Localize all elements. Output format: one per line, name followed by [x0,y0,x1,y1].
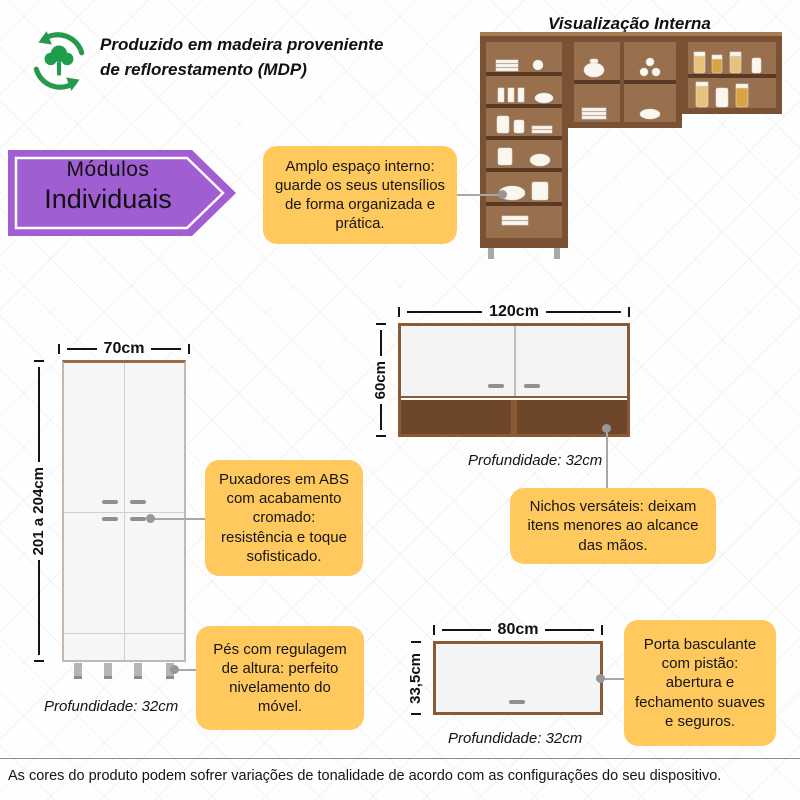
cabinet-leg [104,663,112,679]
wall120-height-dimension: 60cm [372,323,389,437]
tall-cabinet-diagram [62,360,186,662]
cabinet-handle [130,517,146,522]
connector-feet [178,669,196,671]
wall120-width-dimension: 120cm [398,303,630,321]
color-disclaimer: As cores do produto podem sofrer variaçõ… [8,768,722,784]
connector-dot-door [596,674,605,683]
footer-divider [0,758,800,759]
banner-line1: Módulos [66,158,150,181]
cabinet-handle [509,700,525,704]
wall-cabinet-80-diagram [433,641,603,715]
connector-dot-feet [170,665,179,674]
wall80-width-dimension: 80cm [433,621,603,639]
callout-feet: Pés com regulagem de altura: perfeito ni… [196,626,364,730]
wall80-depth-label: Profundidade: 32cm [448,730,583,747]
connector-interior [457,194,503,196]
open-niche [401,400,627,434]
cabinet-handle [102,517,118,522]
wall120-depth-label: Profundidade: 32cm [468,452,603,469]
modules-banner-text: Módulos Individuais [8,158,208,215]
connector-dot-niches [602,424,611,433]
tall-width-dimension: 70cm [58,340,190,358]
recycle-tree-icon [33,31,85,91]
eco-claim-text: Produzido em madeira proveniente de refl… [100,35,384,79]
modules-banner [8,150,236,236]
callout-handles: Puxadores em ABS com acabamento cromado:… [205,460,363,576]
connector-door [604,678,624,680]
connector-dot-interior [498,190,507,199]
connector-niches [606,432,608,488]
cabinet-handle [130,499,146,504]
connector-dot-handles [146,514,155,523]
cabinet-handle [488,384,504,388]
banner-line2: Individuais [44,184,172,214]
cabinet-leg [134,663,142,679]
wall80-height-dimension: 33,5cm [407,641,424,715]
callout-niches: Nichos versáteis: deixam itens menores a… [510,488,716,564]
callout-interior-space: Amplo espaço interno: guarde os seus ute… [263,146,457,244]
cabinet-handle [524,384,540,388]
tall-depth-label: Profundidade: 32cm [44,698,179,715]
tall-height-dimension: 201 a 204cm [30,360,47,662]
wall-cabinet-120-diagram [398,323,630,437]
cabinet-handle [102,499,118,504]
cabinet-leg [74,663,82,679]
callout-door-piston: Porta basculante com pistão: abertura e … [624,620,776,746]
connector-handles [152,518,205,520]
internal-view-label: Visualização Interna [548,14,711,33]
kitchen-set-illustration [480,32,782,259]
